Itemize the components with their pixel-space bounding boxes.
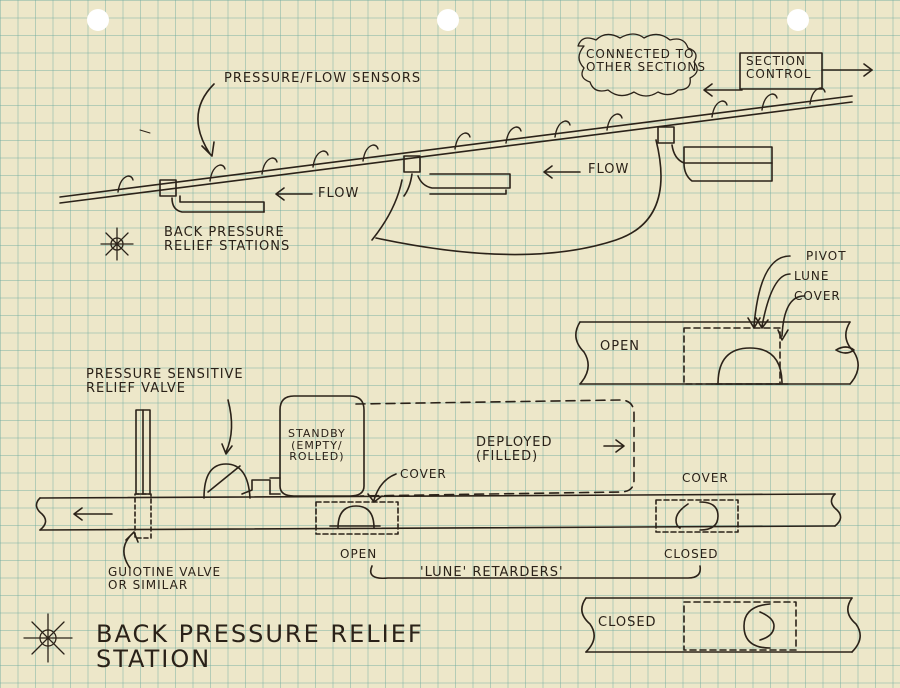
binder-holes	[87, 9, 809, 31]
lower-pipe	[35, 493, 842, 531]
section-control-label: SECTION CONTROL	[746, 54, 812, 81]
station-label: BACK PRESSURE RELIEF STATIONS	[164, 225, 291, 254]
detail-closed-state: CLOSED	[598, 615, 657, 630]
detail-open	[575, 255, 859, 385]
relief-station-1	[159, 179, 265, 213]
relief-station-2	[371, 155, 511, 241]
detail-closed	[581, 597, 861, 653]
main-pipeline	[59, 95, 853, 204]
detail-lune-label: LUNE	[794, 269, 830, 283]
connected-note: CONNECTED TO OTHER SECTIONS	[586, 47, 707, 74]
detail-cover-label: COVER	[794, 289, 841, 303]
cover-arrow-left	[367, 473, 397, 503]
section-control-box	[739, 52, 873, 90]
flow-label-right: FLOW	[588, 162, 630, 177]
sensor-hooks	[117, 87, 826, 193]
deployed-label: DEPLOYED (FILLED)	[476, 435, 553, 464]
flow-arrow-left	[275, 187, 313, 201]
open-label: OPEN	[340, 547, 378, 561]
lune-retarder-closed	[655, 499, 739, 533]
sensors-pointer	[197, 83, 215, 157]
deployed-outline	[355, 399, 635, 497]
connected-cloud	[577, 33, 698, 97]
deployed-arrow	[603, 439, 625, 453]
detail-pivot-label: PIVOT	[806, 249, 847, 263]
exit-flow-arrow	[73, 507, 113, 521]
standby-label: STANDBY (EMPTY/ ROLLED)	[288, 427, 346, 464]
flow-arrow-right	[543, 165, 581, 179]
station-title: BACK PRESSURE RELIEF STATION	[96, 620, 424, 674]
guillotine-valve	[123, 409, 152, 569]
lune-retarder-open	[315, 501, 399, 535]
closed-label: CLOSED	[664, 547, 719, 561]
sensors-label: PRESSURE/FLOW SENSORS	[224, 71, 422, 86]
detail-open-state: OPEN	[600, 339, 641, 354]
standby-bag	[269, 395, 365, 497]
lune-bracket	[369, 565, 702, 580]
flow-label-left: FLOW	[318, 186, 360, 201]
guillotine-label: GUIOTINE VALVE OR SIMILAR	[108, 565, 222, 592]
pressure-valve-label: PRESSURE SENSITIVE RELIEF VALVE	[86, 367, 244, 396]
pressure-relief-valve	[203, 399, 271, 499]
asterisk-icon-bottom	[23, 613, 73, 663]
asterisk-icon-top	[100, 227, 134, 261]
lune-retarders-label: 'LUNE' RETARDERS'	[420, 565, 564, 580]
connected-arrow	[703, 83, 743, 97]
cover-label-right: COVER	[682, 471, 729, 485]
cover-label-left: COVER	[400, 467, 447, 481]
relief-station-3	[375, 126, 773, 256]
